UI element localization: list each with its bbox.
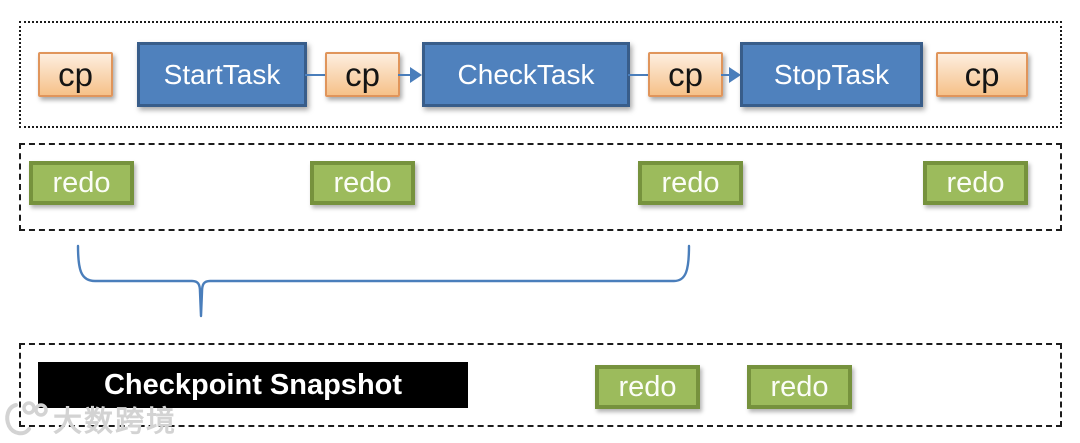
task-label: StopTask [773, 58, 890, 90]
task-node-stoptask: StopTask [740, 42, 923, 107]
redo-badge-label: redo [333, 166, 392, 199]
watermark-logo-icon [5, 401, 48, 436]
arrow-right-icon [410, 67, 422, 83]
redo-badge-label: redo [618, 370, 677, 403]
connector-line [398, 74, 412, 76]
checkpoint-snapshot-box: Checkpoint Snapshot [38, 362, 468, 408]
cp-badge-label: cp [345, 55, 380, 93]
redo-badge-label: redo [770, 370, 829, 403]
redo-badge-1: redo [29, 161, 134, 205]
cp-badge-label: cp [668, 55, 703, 93]
redo-badge-3: redo [638, 161, 743, 205]
redo-badge-label: redo [946, 166, 1005, 199]
task-label: CheckTask [457, 58, 595, 90]
cp-badge-4: cp [936, 52, 1028, 97]
watermark-text: 大数跨境 [53, 406, 178, 438]
redo-badge-2: redo [310, 161, 415, 205]
connector-line [628, 74, 650, 76]
pipeline-row-box [19, 21, 1062, 128]
task-node-starttask: StartTask [137, 42, 307, 107]
redo-badge-label: redo [52, 166, 111, 199]
cp-badge-3: cp [648, 52, 723, 97]
redo-badge-6: redo [747, 365, 852, 409]
snapshot-row-box [19, 343, 1062, 427]
cp-badge-label: cp [58, 55, 93, 93]
connector-line [721, 74, 731, 76]
arrow-right-icon [729, 67, 741, 83]
task-node-checktask: CheckTask [422, 42, 630, 107]
redo-badge-5: redo [595, 365, 700, 409]
connector-line [305, 74, 327, 76]
redo-badge-4: redo [923, 161, 1028, 205]
watermark: 大数跨境 [2, 398, 177, 440]
cp-badge-1: cp [38, 52, 113, 97]
task-label: StartTask [163, 58, 281, 90]
cp-badge-2: cp [325, 52, 400, 97]
redo-row-box [19, 143, 1062, 231]
redo-badge-label: redo [661, 166, 720, 199]
checkpoint-snapshot-label: Checkpoint Snapshot [103, 368, 403, 401]
cp-badge-label: cp [964, 55, 1000, 93]
